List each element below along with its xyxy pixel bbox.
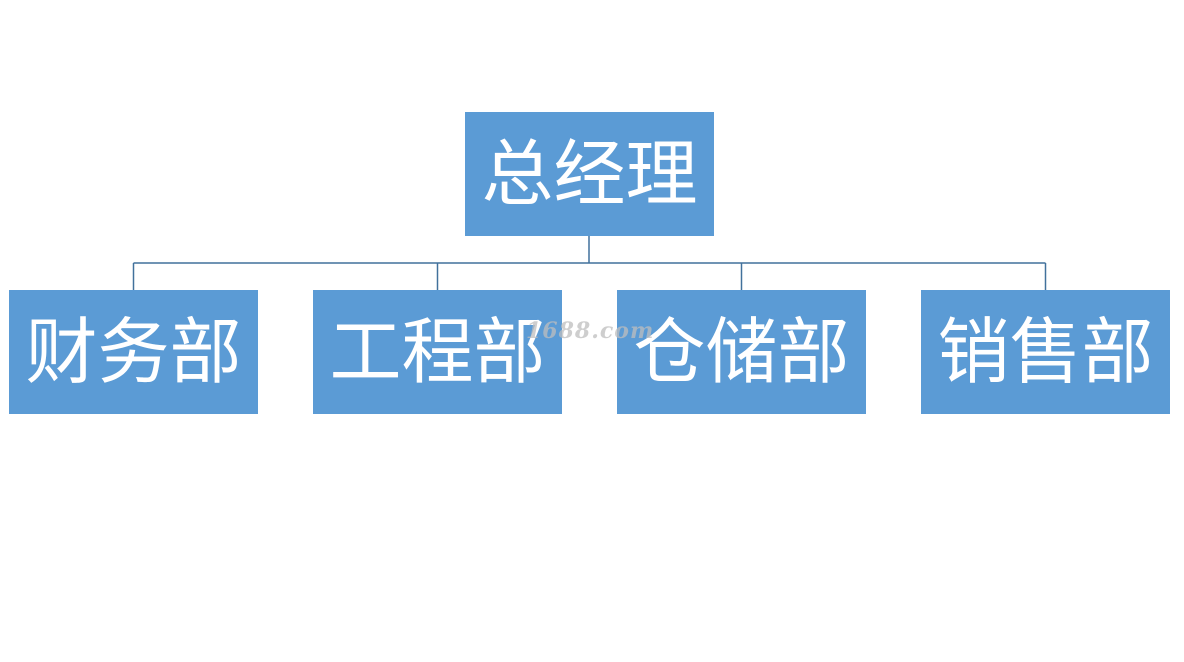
org-node-sales: 销售部: [921, 290, 1170, 414]
org-node-label: 总经理: [481, 132, 698, 216]
org-node-label: 销售部: [937, 310, 1154, 394]
org-node-label: 工程部: [329, 310, 546, 394]
org-node-finance: 财务部: [9, 290, 258, 414]
org-node-warehouse: 仓储部: [617, 290, 866, 414]
org-node-label: 财务部: [25, 310, 242, 394]
org-node-label: 仓储部: [633, 310, 850, 394]
org-node-general-manager: 总经理: [465, 112, 714, 236]
org-node-engineering: 工程部: [313, 290, 562, 414]
